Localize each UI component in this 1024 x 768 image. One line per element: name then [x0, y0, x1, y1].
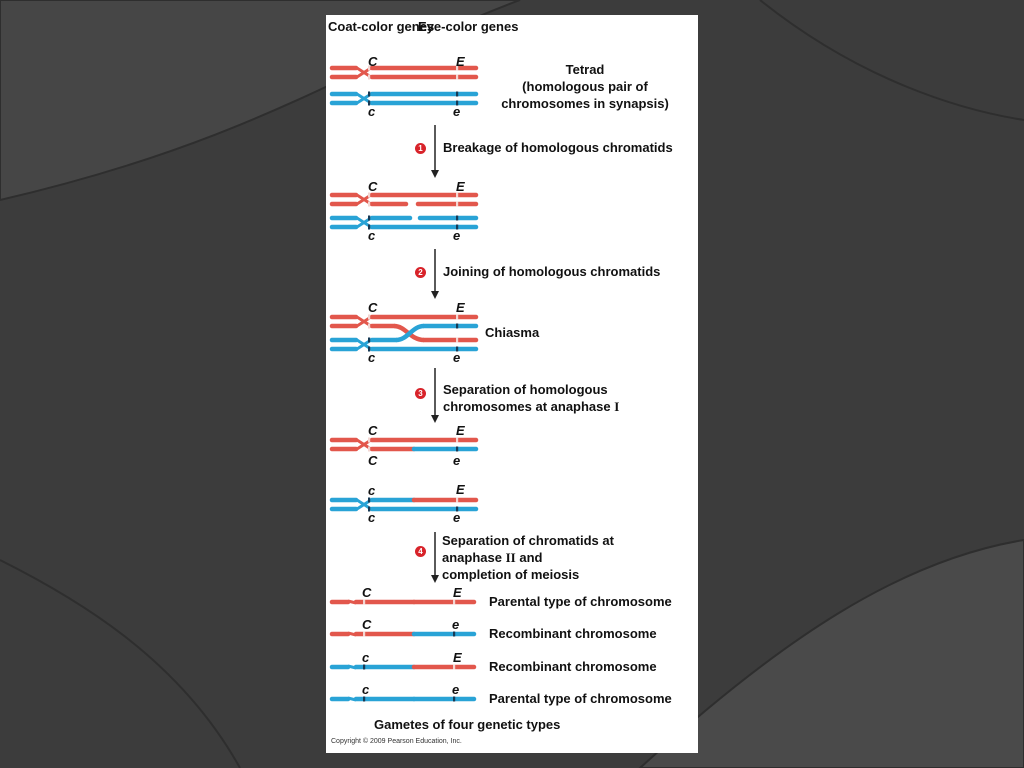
gene-locus-marker	[456, 74, 459, 80]
chiasma-crossover	[395, 323, 425, 343]
coat-color-header: Coat-color genes	[328, 19, 435, 34]
gamete-1-coat-allele: C	[362, 585, 372, 600]
chiasma-label: Chiasma	[485, 325, 540, 340]
step-1-badge: 1	[415, 143, 426, 154]
allele-label: e	[453, 104, 461, 119]
gamete-2-eye-allele: e	[452, 617, 460, 632]
step-3-badge: 3	[415, 388, 426, 399]
step-4-arrow-head	[431, 575, 439, 583]
step-1-arrow-head	[431, 170, 439, 178]
allele-label: c	[368, 104, 376, 119]
allele-label: C	[368, 453, 378, 468]
gene-locus-marker	[363, 599, 366, 605]
centromere	[347, 664, 357, 670]
gene-locus-marker	[453, 696, 456, 702]
step-3-arrow-head	[431, 415, 439, 423]
gene-locus-marker	[456, 506, 459, 512]
gene-locus-marker	[456, 215, 459, 221]
chromosome-layer	[329, 65, 479, 702]
gamete-3-coat-allele: c	[362, 650, 370, 665]
gene-locus-marker	[368, 346, 371, 352]
allele-label: e	[453, 510, 461, 525]
figure-caption: Gametes of four genetic types	[374, 717, 561, 732]
copyright-notice: Copyright © 2009 Pearson Education, Inc.	[331, 738, 462, 745]
gamete-4-coat-allele: c	[362, 682, 370, 697]
gene-locus-marker	[368, 224, 371, 230]
centromere	[347, 631, 357, 637]
gamete-1-type: Parental type of chromosome	[489, 594, 672, 609]
allele-label: C	[368, 54, 378, 69]
allele-label: e	[453, 350, 461, 365]
gene-locus-marker	[368, 192, 371, 198]
diagram-graphics	[329, 65, 479, 702]
allele-label: E	[456, 179, 465, 194]
allele-label: c	[368, 510, 376, 525]
gamete-3-eye-allele: E	[453, 650, 462, 665]
gene-locus-marker	[456, 192, 459, 198]
gene-locus-marker	[456, 91, 459, 97]
allele-label: E	[456, 423, 465, 438]
gene-locus-marker	[368, 437, 371, 443]
step-4-badge: 4	[415, 546, 426, 557]
gene-locus-marker	[368, 314, 371, 320]
gamete-2-coat-allele: C	[362, 617, 372, 632]
gene-locus-marker	[363, 631, 366, 637]
gene-locus-marker	[368, 446, 371, 452]
gene-locus-marker	[456, 497, 459, 503]
allele-label: e	[453, 228, 461, 243]
gene-locus-marker	[363, 664, 366, 670]
figure-panel: Coat-color genes Eye-color genes Tetrad …	[326, 15, 698, 753]
allele-label: E	[456, 300, 465, 315]
gene-locus-marker	[456, 346, 459, 352]
gene-locus-marker	[456, 100, 459, 106]
allele-label: c	[368, 483, 376, 498]
allele-label: e	[453, 453, 461, 468]
gene-locus-marker	[456, 224, 459, 230]
gene-locus-marker	[456, 437, 459, 443]
gamete-2-type: Recombinant chromosome	[489, 626, 657, 641]
gene-locus-marker	[368, 91, 371, 97]
allele-label: C	[368, 179, 378, 194]
gene-locus-marker	[368, 497, 371, 503]
gene-locus-marker	[368, 323, 371, 329]
step-2-badge: 2	[415, 267, 426, 278]
centromere	[347, 696, 357, 702]
step-3-label: Separation of homologous chromosomes at …	[443, 382, 620, 414]
arrow-layer	[431, 125, 439, 583]
allele-label: c	[368, 350, 376, 365]
gene-locus-marker	[456, 446, 459, 452]
gene-locus-marker	[363, 696, 366, 702]
gene-locus-marker	[368, 201, 371, 207]
gamete-4-type: Parental type of chromosome	[489, 691, 672, 706]
step-2-arrow-head	[431, 291, 439, 299]
gene-locus-marker	[453, 664, 456, 670]
gene-locus-marker	[368, 215, 371, 221]
tetrad-label: Tetrad (homologous pair of chromosomes i…	[501, 62, 669, 111]
gene-locus-marker	[456, 201, 459, 207]
gamete-1-eye-allele: E	[453, 585, 462, 600]
gene-locus-marker	[456, 337, 459, 343]
gene-locus-marker	[453, 631, 456, 637]
gene-locus-marker	[456, 65, 459, 71]
gene-locus-marker	[456, 323, 459, 329]
gamete-4-eye-allele: e	[452, 682, 460, 697]
step-1-label: Breakage of homologous chromatids	[443, 140, 673, 155]
gene-locus-marker	[368, 65, 371, 71]
gene-locus-marker	[453, 599, 456, 605]
allele-label: E	[456, 482, 465, 497]
gene-locus-marker	[368, 337, 371, 343]
step-2-label: Joining of homologous chromatids	[443, 264, 661, 279]
gene-locus-marker	[368, 74, 371, 80]
allele-label: C	[368, 423, 378, 438]
step-4-label: Separation of chromatids at anaphase II …	[442, 533, 614, 582]
gene-locus-marker	[368, 506, 371, 512]
allele-label: C	[368, 300, 378, 315]
gene-locus-marker	[456, 314, 459, 320]
centromere	[347, 599, 357, 605]
allele-label: c	[368, 228, 376, 243]
gene-locus-marker	[368, 100, 371, 106]
gamete-3-type: Recombinant chromosome	[489, 659, 657, 674]
eye-color-header: Eye-color genes	[418, 19, 519, 34]
allele-label: E	[456, 54, 465, 69]
